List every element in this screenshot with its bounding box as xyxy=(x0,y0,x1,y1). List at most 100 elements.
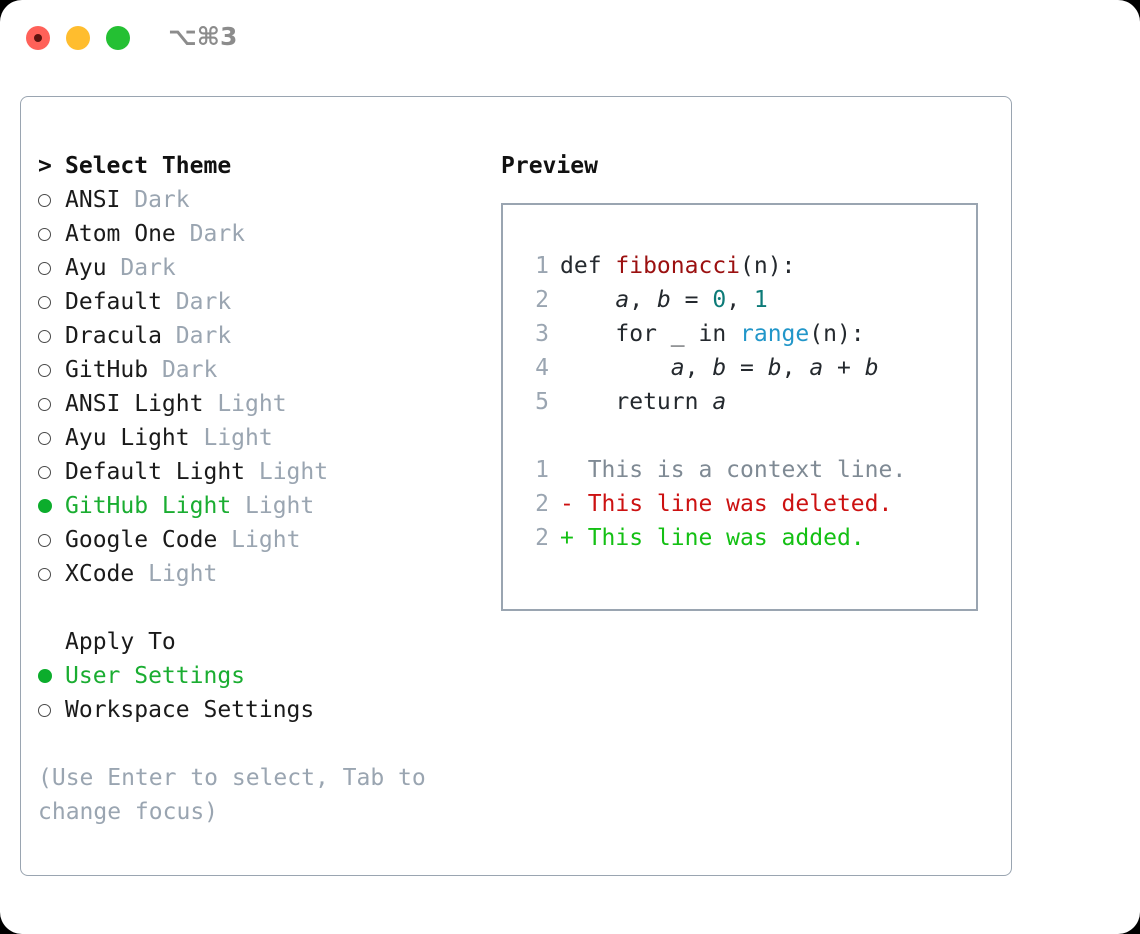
code-line: 5 return a xyxy=(523,385,976,419)
diff-sample: 1 This is a context line. 2 - This line wa… xyxy=(523,453,976,555)
theme-variant-label: Dark xyxy=(175,221,246,247)
line-number: 2 xyxy=(535,491,549,517)
radio-glyph xyxy=(38,295,51,309)
radio-unselected-icon xyxy=(38,431,65,445)
theme-list-item[interactable]: GitHub Dark xyxy=(38,353,478,387)
code-token-num: 1 xyxy=(753,287,768,313)
code-token-var: a xyxy=(615,287,630,313)
radio-unselected-icon xyxy=(38,329,65,343)
code-token-plain: , xyxy=(726,287,754,313)
diff-line: 2+ This line was added. xyxy=(523,521,976,555)
radio-glyph xyxy=(38,669,52,683)
code-line: 3 for _ in range(n): xyxy=(523,317,976,351)
theme-list-item[interactable]: Google Code Light xyxy=(38,523,478,557)
line-number: 1 xyxy=(535,253,549,279)
radio-unselected-icon xyxy=(38,465,65,479)
theme-list-item[interactable]: Dracula Dark xyxy=(38,319,478,353)
cursor-caret-icon: > xyxy=(38,153,52,179)
code-text: for _ in range(n): xyxy=(560,317,864,351)
close-button-icon[interactable] xyxy=(26,26,50,50)
keyboard-hint-text: (Use Enter to select, Tab to change focu… xyxy=(38,765,440,825)
theme-list-item[interactable]: Ayu Dark xyxy=(38,251,478,285)
apply-to-heading: Apply To xyxy=(65,629,176,655)
theme-variant-label: Light xyxy=(203,391,287,417)
zoom-button-icon[interactable] xyxy=(106,26,130,50)
line-number: 4 xyxy=(535,355,549,381)
diff-line: 2 - This line was deleted. xyxy=(523,487,976,521)
code-line: 1 def fibonacci(n): xyxy=(523,249,976,283)
radio-unselected-icon xyxy=(38,295,65,309)
radio-unselected-icon xyxy=(38,533,65,547)
theme-variant-label: Dark xyxy=(120,187,190,213)
code-token-plain: , xyxy=(629,287,657,313)
code-token-plain xyxy=(560,287,615,313)
code-text: def fibonacci(n): xyxy=(560,249,795,283)
theme-variant-label: Dark xyxy=(161,323,232,349)
code-text: return a xyxy=(560,385,726,419)
diff-text-add: + This line was added. xyxy=(560,525,865,551)
theme-name-label: ANSI Light xyxy=(65,391,204,417)
code-diff-spacer xyxy=(523,419,976,453)
theme-name-label: Dracula xyxy=(65,323,162,349)
theme-name-label: XCode xyxy=(65,561,135,587)
diff-line: 1 This is a context line. xyxy=(523,453,976,487)
code-token-plain: (n): xyxy=(740,253,796,279)
radio-glyph xyxy=(38,465,51,479)
theme-list-item[interactable]: GitHub Light Light xyxy=(38,489,478,523)
radio-glyph xyxy=(38,397,51,411)
select-theme-heading: > Select Theme xyxy=(38,149,478,183)
radio-unselected-icon xyxy=(38,397,65,411)
code-token-var: b xyxy=(712,355,727,381)
theme-variant-label: Dark xyxy=(161,289,232,315)
code-token-fn: fibonacci xyxy=(615,253,741,279)
radio-glyph xyxy=(38,227,51,241)
radio-glyph xyxy=(38,329,51,343)
code-token-kw: for _ in xyxy=(560,321,741,347)
code-token-plain: + xyxy=(823,355,865,381)
code-token-plain: = xyxy=(726,355,768,381)
theme-list-item[interactable]: Default Dark xyxy=(38,285,478,319)
theme-list-item[interactable]: Atom One Dark xyxy=(38,217,478,251)
apply-to-item[interactable]: Workspace Settings xyxy=(38,693,478,727)
select-theme-heading-label: Select Theme xyxy=(65,153,232,179)
theme-variant-label: Dark xyxy=(148,357,218,383)
theme-list-item[interactable]: Ayu Light Light xyxy=(38,421,478,455)
code-token-var: a xyxy=(809,355,824,381)
minimize-button-icon[interactable] xyxy=(66,26,90,50)
theme-variant-label: Light xyxy=(134,561,218,587)
code-token-builtin: range xyxy=(740,321,810,347)
radio-glyph xyxy=(38,261,51,275)
theme-name-label: GitHub Light xyxy=(65,493,232,519)
theme-name-label: ANSI xyxy=(65,187,121,213)
radio-selected-icon xyxy=(38,499,65,513)
apply-to-item[interactable]: User Settings xyxy=(38,659,478,693)
apply-to-label: Workspace Settings xyxy=(65,697,315,723)
diff-text-ctx: This is a context line. xyxy=(560,457,907,483)
code-text: a, b = b, a + b xyxy=(560,351,879,385)
theme-variant-label: Light xyxy=(231,493,315,519)
theme-list-item[interactable]: XCode Light xyxy=(38,557,478,591)
theme-list-item[interactable]: ANSI Dark xyxy=(38,183,478,217)
radio-glyph xyxy=(38,533,51,547)
radio-glyph xyxy=(38,703,51,717)
theme-name-label: Default xyxy=(65,289,162,315)
theme-name-label: Ayu xyxy=(65,255,107,281)
diff-text-del: - This line was deleted. xyxy=(560,491,893,517)
apply-to-label: User Settings xyxy=(65,663,246,689)
radio-selected-icon xyxy=(38,669,65,683)
radio-glyph xyxy=(38,499,52,513)
theme-variant-label: Dark xyxy=(106,255,176,281)
radio-glyph xyxy=(38,567,51,581)
theme-name-label: Default Light xyxy=(65,459,246,485)
code-line: 4 a, b = b, a + b xyxy=(523,351,976,385)
radio-glyph xyxy=(38,431,51,445)
keyboard-shortcut-label: ⌥⌘3 xyxy=(168,22,238,51)
section-spacer xyxy=(38,591,478,625)
theme-list-item[interactable]: Default Light Light xyxy=(38,455,478,489)
theme-list-item[interactable]: ANSI Light Light xyxy=(38,387,478,421)
